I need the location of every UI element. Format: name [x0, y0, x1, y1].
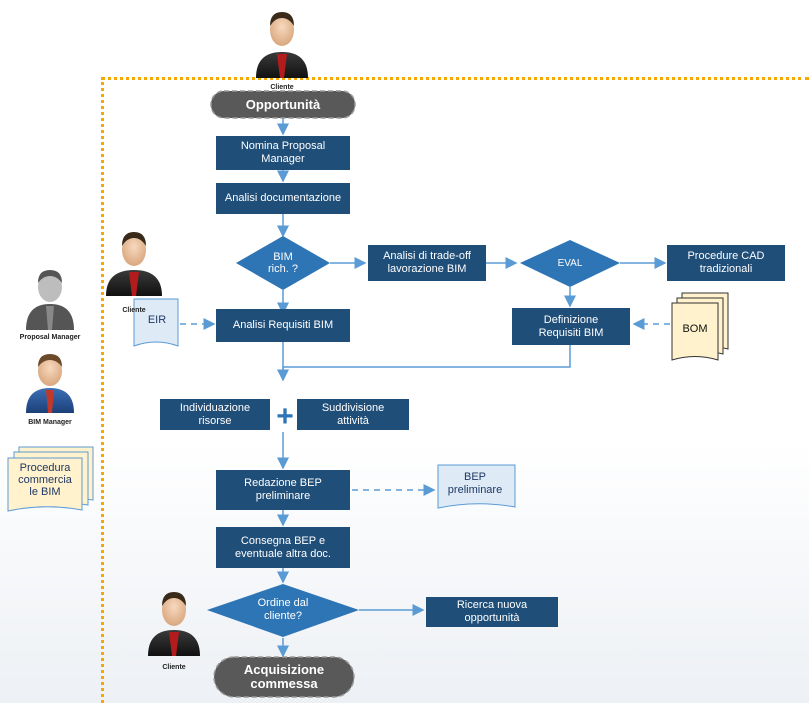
trade-off-label: Analisi di trade-off lavorazione BIM [383, 250, 471, 275]
eir-label: EIR [147, 313, 167, 326]
connectors [277, 118, 667, 658]
background-gradient [0, 440, 809, 703]
eval-label: EVAL [557, 257, 583, 269]
diamond-bim-rich [236, 236, 330, 290]
ordine-label: Ordine dal cliente? [257, 597, 309, 622]
person-cliente-eir [106, 232, 162, 296]
label-cliente-top: Cliente [270, 84, 294, 91]
plus-icon: + [276, 400, 294, 433]
bim-rich-label: BIM rich. ? [268, 251, 298, 275]
swimlane-boundary [101, 77, 809, 703]
acquisizione-label: Acquisizione commessa [243, 662, 325, 691]
consegna-label: Consegna BEP e eventuale altra doc. [234, 534, 331, 560]
box-redazione [216, 470, 350, 510]
box-analisi-doc [216, 183, 350, 214]
box-cad [667, 245, 785, 281]
box-individuazione [160, 399, 270, 430]
label-cliente-eir: Cliente [122, 307, 146, 314]
terminal-acquisizione [213, 656, 355, 698]
box-suddivisione [297, 399, 409, 430]
box-consegna [216, 527, 350, 568]
line-definizione-merge [283, 345, 571, 368]
decision-shapes [207, 236, 620, 637]
box-trade-off [368, 245, 486, 281]
opportunita-label: Opportunità [245, 96, 321, 112]
box-definizione [512, 308, 630, 345]
document-shapes [7, 292, 729, 512]
person-proposal-manager [26, 270, 74, 330]
definizione-label: Definizione Requisiti BIM [538, 313, 604, 339]
doc-bom [671, 292, 729, 361]
analisi-req-label: Analisi Requisiti BIM [232, 319, 334, 331]
label-cliente-bottom: Cliente [162, 664, 186, 671]
terminals [210, 90, 356, 698]
nomina-label: Nomina Proposal Manager [240, 140, 326, 165]
process-boxes [160, 136, 785, 627]
box-analisi-req [216, 309, 350, 342]
box-ricerca [426, 597, 558, 627]
label-bim-manager: BIM Manager [28, 419, 72, 426]
bom-label: BOM [682, 322, 708, 335]
diamond-eval [520, 240, 620, 287]
doc-bep [437, 464, 516, 509]
cad-label: Procedure CAD tradizionali [687, 250, 765, 275]
individuazione-label: Individuazione risorse [179, 401, 251, 427]
ricerca-label: Ricerca nuova opportunità [456, 599, 528, 624]
label-proposal-manager: Proposal Manager [19, 334, 81, 341]
person-cliente-top [256, 12, 308, 78]
doc-eir [133, 298, 179, 347]
redazione-label: Redazione BEP preliminare [244, 477, 322, 502]
dashed-connectors [180, 318, 670, 496]
diamond-ordine [207, 584, 359, 637]
person-bim-manager [26, 354, 74, 413]
terminal-opportunita [210, 90, 356, 119]
bep-doc-label: BEP preliminare [447, 471, 503, 496]
suddivisione-label: Suddivisione attività [321, 401, 385, 427]
procedura-label: Procedura commercia le BIM [18, 462, 72, 498]
doc-procedura [7, 446, 94, 512]
analisi-doc-label: Analisi documentazione [224, 192, 342, 204]
person-cliente-bottom [148, 592, 200, 656]
box-nomina [216, 136, 350, 170]
